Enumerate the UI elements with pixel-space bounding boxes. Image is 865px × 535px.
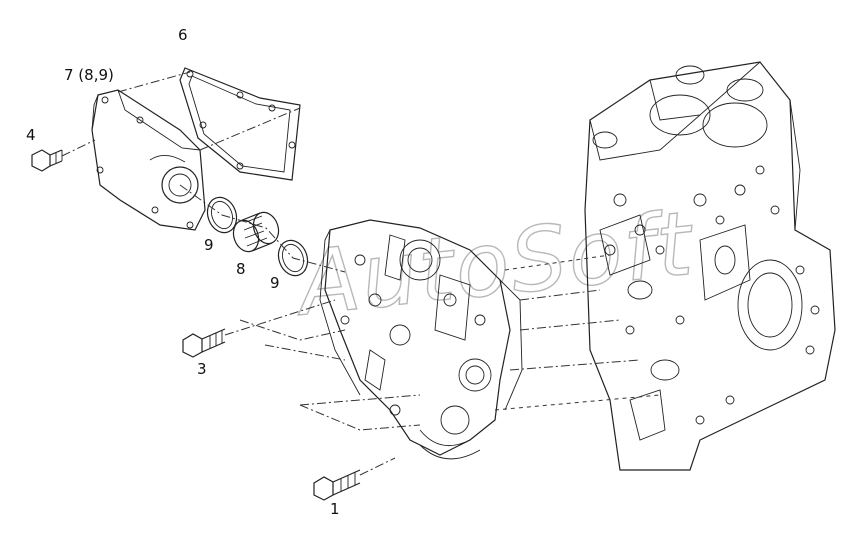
callout-9-lower: 9	[270, 274, 280, 292]
callout-7: 7 (8,9)	[64, 66, 114, 84]
bolt-1	[313, 469, 361, 501]
callout-8: 8	[236, 260, 246, 278]
sleeve-8	[232, 211, 280, 253]
gear-case	[319, 219, 523, 460]
gasket-6	[179, 67, 301, 181]
callout-9-upper: 9	[204, 236, 214, 254]
bolt-3	[182, 328, 226, 358]
callout-1: 1	[330, 500, 340, 518]
engine-block	[584, 61, 836, 471]
o-ring-9-lower	[277, 239, 309, 277]
bolt-4	[31, 149, 63, 172]
assembly-lines	[61, 71, 661, 476]
callout-3: 3	[197, 360, 207, 378]
watermark-text: AutoSoft	[289, 191, 700, 335]
cover-7	[91, 89, 206, 231]
o-ring-9-upper	[206, 196, 238, 234]
callout-4: 4	[26, 126, 36, 144]
callout-6: 6	[178, 26, 188, 44]
